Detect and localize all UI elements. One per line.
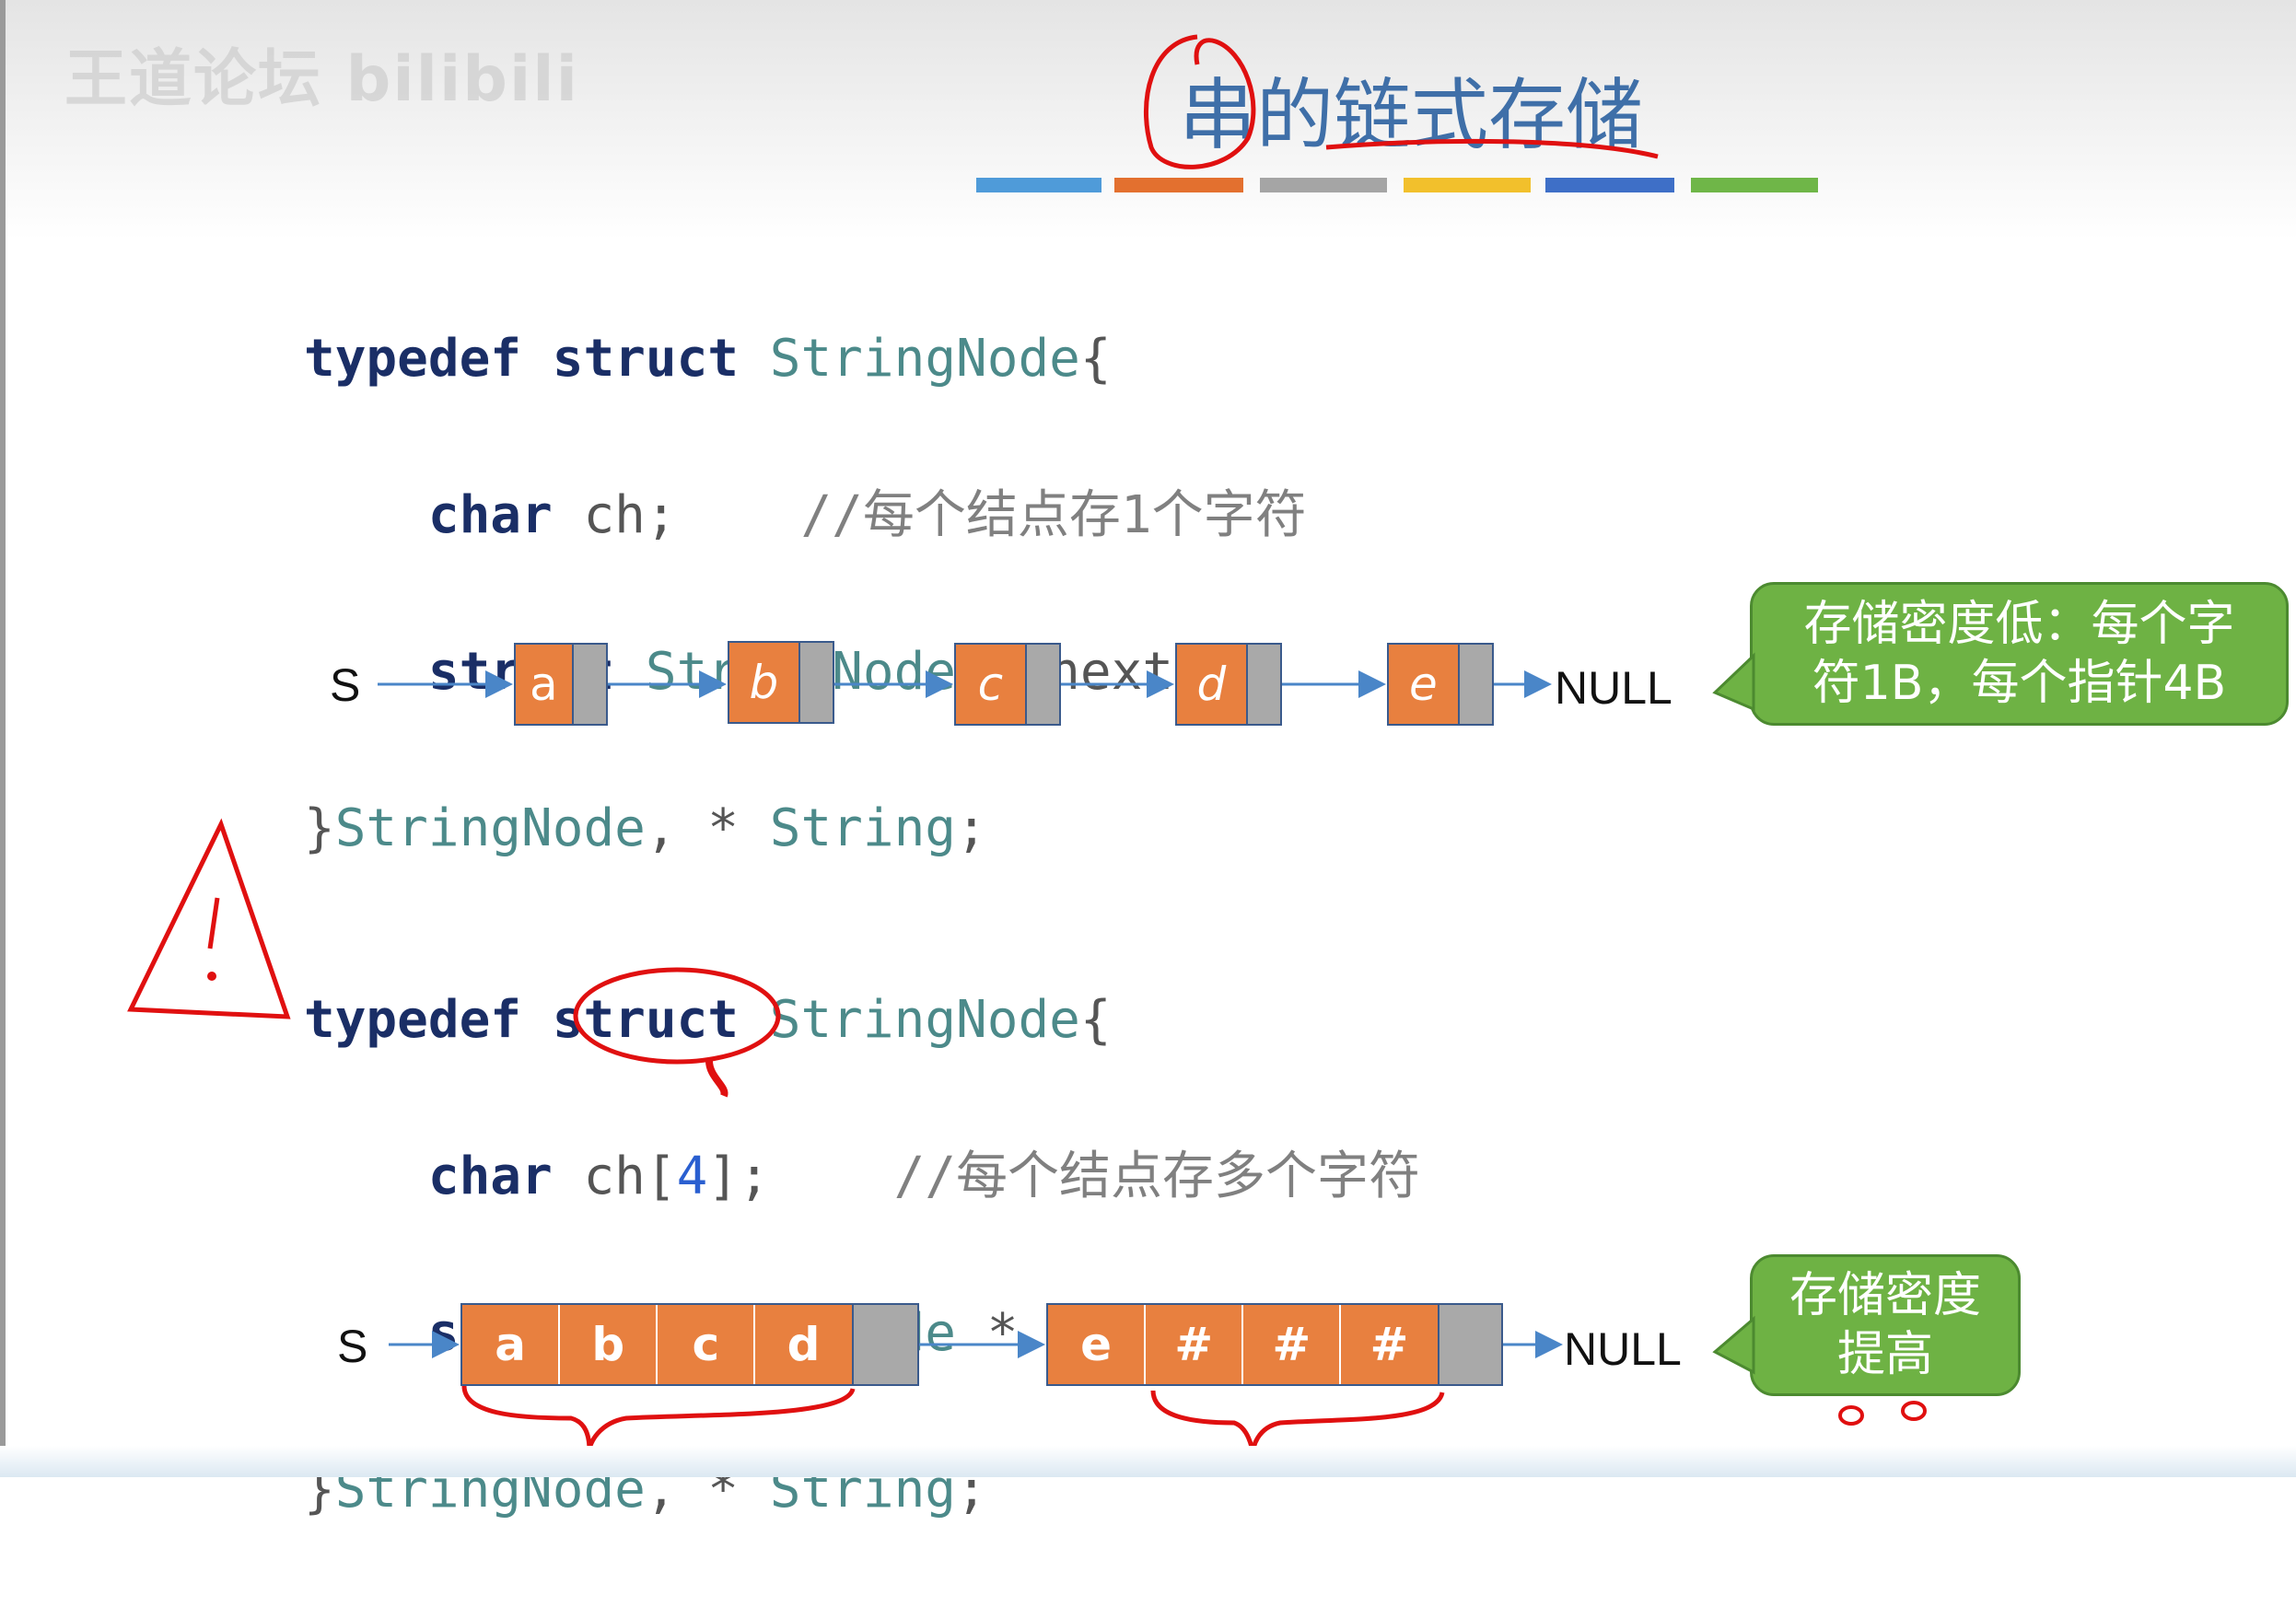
color-bar-segment	[1691, 178, 1818, 192]
node-char: d	[753, 1305, 852, 1384]
code-block-1: typedef struct StringNode{ char ch; //每个…	[304, 241, 1307, 946]
node-char: d	[1177, 645, 1246, 724]
node-char: #	[1144, 1305, 1242, 1384]
code-type: StringNode	[769, 990, 1080, 1050]
node-pointer	[1024, 645, 1059, 724]
code-type: StringNode	[334, 798, 646, 858]
linked-node: c	[954, 643, 1061, 726]
code-line: char ch[4]; //每个结点存多个字符	[304, 1137, 1420, 1216]
callout-line: 存储密度	[1789, 1268, 1981, 1323]
callout-line: 存储密度低：每个字	[1803, 597, 2235, 652]
code-number: 4	[676, 1147, 708, 1206]
color-bar-segment	[1114, 178, 1243, 192]
warning-triangle	[127, 818, 291, 1019]
null-label: NULL	[1564, 1323, 1682, 1375]
node-pointer	[798, 643, 833, 722]
code-line: typedef struct StringNode{	[304, 981, 1420, 1059]
head-pointer-label: S	[330, 659, 361, 711]
code-keyword: typedef	[304, 990, 522, 1050]
code-keyword: typedef	[304, 329, 522, 389]
watermark: 王道论坛 bilibili	[64, 43, 579, 116]
code-type: String	[769, 798, 957, 858]
code-comment: //每个结点存多个字符	[893, 1147, 1421, 1206]
code-variable: ];	[707, 1147, 770, 1206]
callout-line: 提高	[1836, 1327, 1933, 1382]
code-punct: {	[1079, 990, 1112, 1050]
node-char: e	[1389, 645, 1458, 724]
code-variable: ch[	[583, 1147, 677, 1206]
code-keyword: struct	[552, 990, 740, 1050]
node-char: b	[729, 643, 798, 722]
linked-node: e	[1387, 643, 1494, 726]
node-char: c	[656, 1305, 754, 1384]
linked-node: d	[1175, 643, 1282, 726]
node-pointer	[851, 1305, 917, 1384]
color-bar-segment	[1404, 178, 1531, 192]
callout-low-density: 存储密度低：每个字 符1B，每个指针4B	[1750, 582, 2289, 726]
code-keyword: char	[427, 1147, 553, 1206]
callout-tail	[1712, 652, 1755, 712]
callout-tail	[1712, 1315, 1755, 1375]
code-comment: //每个结点存1个字符	[800, 485, 1307, 545]
warning-triangle-dot	[207, 972, 216, 981]
bottom-decoration	[0, 1446, 2296, 1477]
head-pointer-label: S	[337, 1321, 368, 1372]
callout-text: 存储密度低：每个字 符1B，每个指针4B	[1803, 595, 2234, 713]
node-char: a	[462, 1305, 559, 1384]
null-label: NULL	[1555, 662, 1672, 714]
node-char: c	[956, 645, 1025, 724]
window-left-edge	[0, 0, 6, 1477]
code-variable: ch;	[583, 485, 677, 545]
linked-node-multi: a b c d	[460, 1303, 919, 1386]
annotation-dot	[1838, 1405, 1864, 1426]
annotation-dot	[1901, 1401, 1927, 1421]
code-line: typedef struct StringNode{	[304, 320, 1307, 398]
code-keyword: char	[427, 485, 553, 545]
code-line: }StringNode, * String;	[304, 789, 1307, 868]
linked-node: a	[514, 643, 608, 726]
node-char: e	[1048, 1305, 1145, 1384]
node-char: #	[1241, 1305, 1340, 1384]
page-title: 串的链式存储	[1179, 70, 1644, 160]
color-bar-segment	[1260, 178, 1387, 192]
code-punct: ;	[956, 798, 987, 858]
linked-node-multi: e # # #	[1046, 1303, 1503, 1386]
node-char: #	[1339, 1305, 1438, 1384]
linked-node: b	[728, 641, 834, 724]
code-keyword: struct	[552, 329, 740, 389]
callout-line: 符1B，每个指针4B	[1812, 656, 2227, 711]
node-pointer	[1437, 1305, 1501, 1384]
code-line: char ch; //每个结点存1个字符	[304, 476, 1307, 554]
node-pointer	[571, 645, 606, 724]
code-type: StringNode	[769, 329, 1080, 389]
color-bar-segment	[976, 178, 1101, 192]
warning-triangle-mark	[207, 897, 220, 949]
code-punct: {	[1079, 329, 1112, 389]
callout-high-density: 存储密度 提高	[1750, 1254, 2021, 1396]
node-pointer	[1457, 645, 1492, 724]
node-char: a	[516, 645, 572, 724]
node-pointer	[1245, 645, 1280, 724]
code-block-2: typedef struct StringNode{ char ch[4]; /…	[304, 902, 1420, 1607]
node-char: b	[558, 1305, 657, 1384]
callout-text: 存储密度 提高	[1789, 1266, 1981, 1384]
color-bar-segment	[1545, 178, 1674, 192]
code-punct: }	[304, 798, 335, 858]
code-punct: , *	[645, 798, 770, 858]
